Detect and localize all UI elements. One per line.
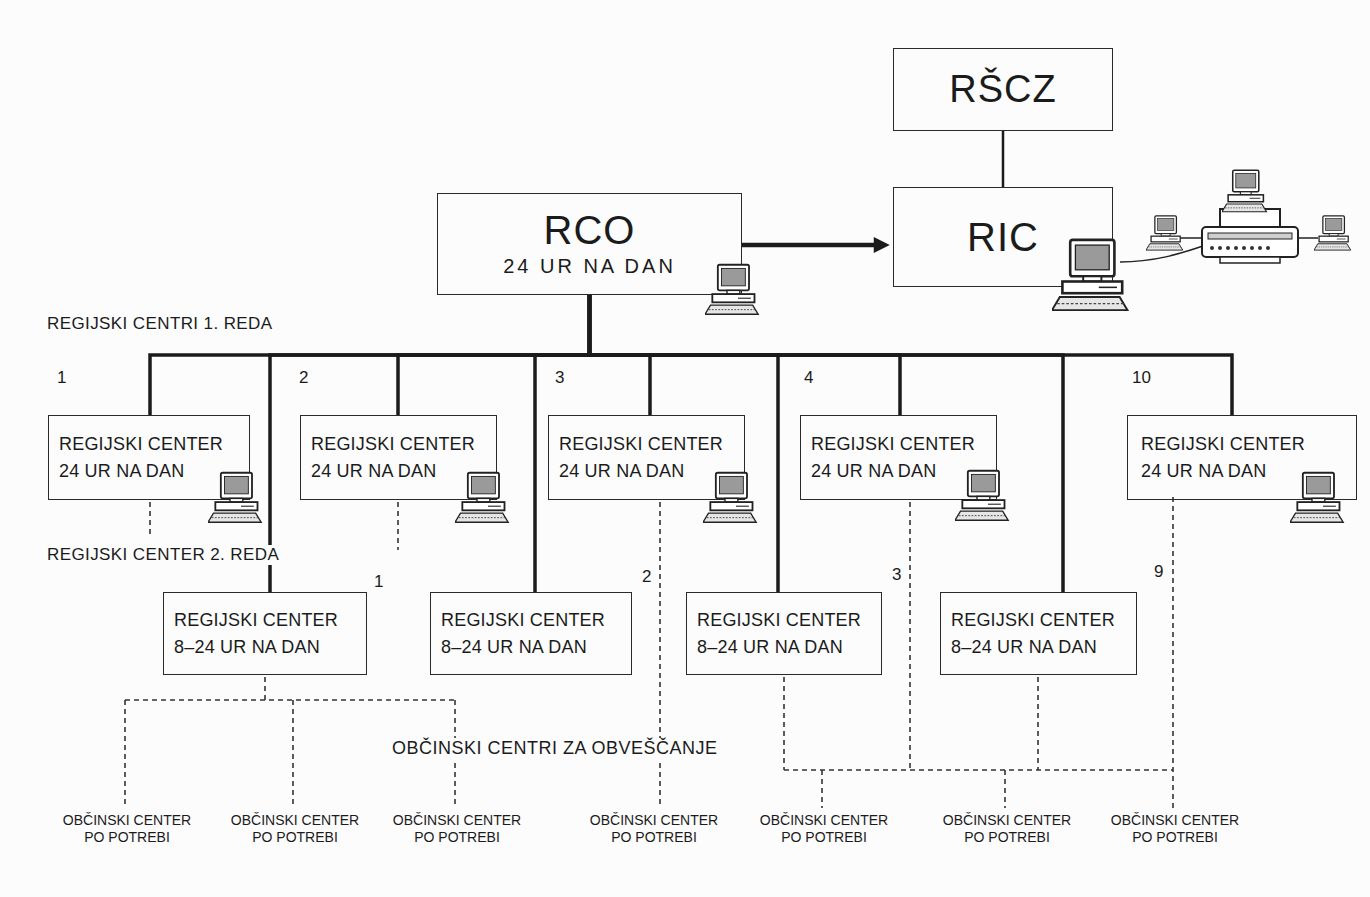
authority-box: RŠCZ <box>893 48 1113 131</box>
connector-line <box>270 295 590 592</box>
computer-icon <box>455 473 508 523</box>
callout-number: 1 <box>372 572 385 592</box>
callout-number: 2 <box>640 567 653 587</box>
callout-number: 9 <box>1152 562 1165 582</box>
regional-center-box: REGIJSKI CENTER 8–24 UR NA DAN <box>940 592 1137 675</box>
dashed-line <box>783 677 785 770</box>
regional-center-box: REGIJSKI CENTER 8–24 UR NA DAN <box>686 592 882 675</box>
central-center-box: RCO24 UR NA DAN <box>437 193 742 295</box>
dashed-line <box>397 502 399 550</box>
tier-heading: REGIJSKI CENTER 2. REDA <box>45 545 281 565</box>
dashed-line <box>292 700 294 808</box>
computer-icon <box>1146 216 1183 250</box>
computer-icon <box>1290 473 1343 523</box>
callout-number: 3 <box>890 565 903 585</box>
callout-number: 1 <box>55 368 68 388</box>
box-title: REGIJSKI CENTER 24 UR NA DAN <box>311 431 487 485</box>
box-title: REGIJSKI CENTER 24 UR NA DAN <box>1141 431 1317 485</box>
municipal-center-label: OBČINSKI CENTER PO POTREBI <box>930 812 1084 846</box>
cable <box>1297 237 1318 239</box>
callout-number: 3 <box>553 368 566 388</box>
printer-icon <box>1202 209 1298 263</box>
box-title: REGIJSKI CENTER 8–24 UR NA DAN <box>951 607 1127 661</box>
computer-icon <box>1314 216 1351 250</box>
dashed-line <box>125 699 455 701</box>
dashed-line <box>659 502 661 808</box>
connector-line <box>1002 131 1005 187</box>
municipal-center-label: OBČINSKI CENTER PO POTREBI <box>380 812 534 846</box>
callout-number: 10 <box>1130 368 1153 388</box>
tier-heading: REGIJSKI CENTRI 1. REDA <box>45 314 275 334</box>
box-subtitle: 24 UR NA DAN <box>503 252 676 280</box>
box-title: REGIJSKI CENTER 8–24 UR NA DAN <box>174 607 350 661</box>
regional-center-box: REGIJSKI CENTER 24 UR NA DAN <box>48 415 250 500</box>
dashed-line <box>264 677 266 700</box>
municipal-center-label: OBČINSKI CENTER PO POTREBI <box>1098 812 1252 846</box>
box-title: REGIJSKI CENTER 24 UR NA DAN <box>59 431 235 485</box>
dashed-line <box>149 502 151 538</box>
municipal-center-label: OBČINSKI CENTER PO POTREBI <box>218 812 372 846</box>
computer-icon <box>703 473 756 523</box>
callout-number: 2 <box>297 368 310 388</box>
box-title: RŠCZ <box>949 69 1056 111</box>
group-heading: OBČINSKI CENTRI ZA OBVEŠČANJE <box>390 738 720 760</box>
computer-icon <box>208 473 261 523</box>
callout-number: 4 <box>802 368 815 388</box>
box-title: REGIJSKI CENTER 8–24 UR NA DAN <box>697 607 873 661</box>
dashed-line <box>1004 770 1006 808</box>
computer-icon <box>955 471 1008 521</box>
municipal-center-label: OBČINSKI CENTER PO POTREBI <box>577 812 731 846</box>
dashed-line <box>1172 497 1174 808</box>
box-title: REGIJSKI CENTER 24 UR NA DAN <box>559 431 735 485</box>
box-title: REGIJSKI CENTER 8–24 UR NA DAN <box>441 607 617 661</box>
dashed-line <box>1037 677 1039 770</box>
dashed-line <box>821 770 823 808</box>
computer-icon <box>705 265 758 315</box>
box-title: REGIJSKI CENTER 24 UR NA DAN <box>811 431 987 485</box>
connector-arrow <box>742 243 881 248</box>
municipal-center-label: OBČINSKI CENTER PO POTREBI <box>747 812 901 846</box>
computer-icon <box>1222 170 1266 211</box>
regional-center-box: REGIJSKI CENTER 8–24 UR NA DAN <box>163 592 367 675</box>
dashed-line <box>909 502 911 770</box>
box-title: RCO <box>544 208 636 252</box>
municipal-center-label: OBČINSKI CENTER PO POTREBI <box>50 812 204 846</box>
box-title: RIC <box>967 215 1039 259</box>
cable <box>1180 237 1203 239</box>
regional-center-box: REGIJSKI CENTER 8–24 UR NA DAN <box>430 592 632 675</box>
dashed-line <box>784 769 1173 771</box>
dashed-line <box>124 700 126 808</box>
computer-icon <box>1052 240 1127 310</box>
